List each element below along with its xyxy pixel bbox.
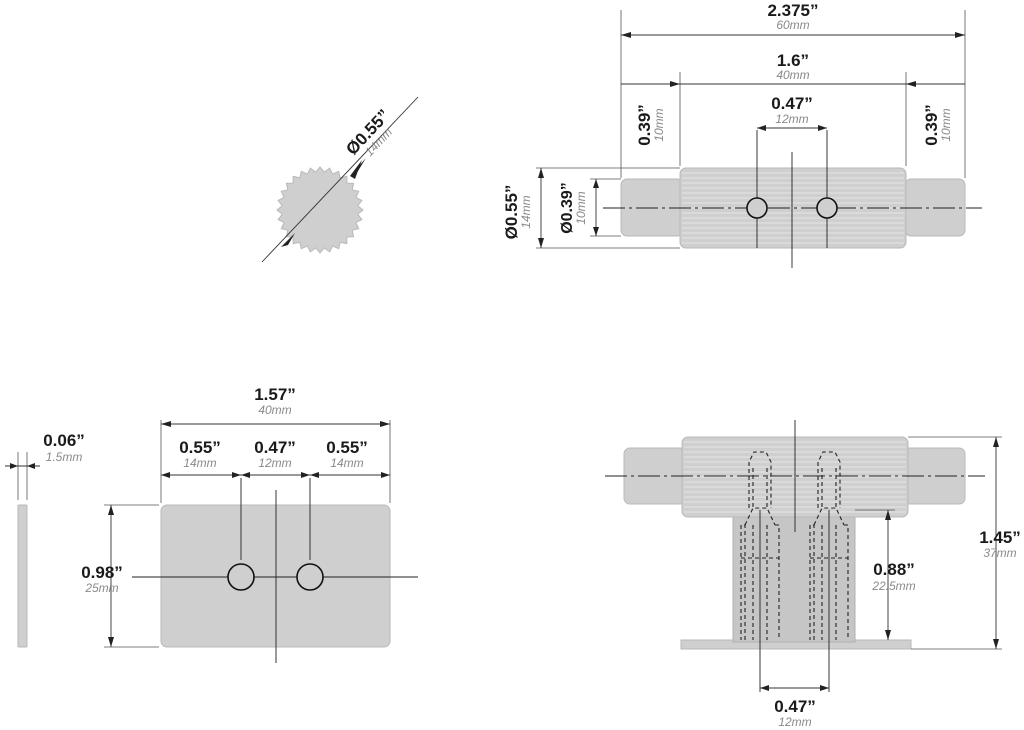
knob-end-view: Ø0.55” 14mm [261, 96, 419, 263]
bottom-hole-spacing-mm: 12mm [778, 715, 811, 729]
top-hole-left [746, 197, 768, 219]
plate-width-mm: 40mm [258, 403, 291, 417]
right-end-length-value: 0.39” [922, 104, 941, 146]
plate-hole-right [296, 563, 324, 591]
plate-left-margin-value: 0.55” [179, 438, 221, 457]
plate-left-margin-mm: 14mm [183, 456, 216, 470]
front-view: 1.45” 37mm 0.88” 22.5mm 0.47” 12mm [605, 420, 1021, 729]
body-length-mm: 40mm [776, 68, 809, 82]
plate-height-mm: 25mm [84, 581, 118, 595]
top-hole-spacing-mm: 12mm [775, 112, 808, 126]
plate-height-value: 0.98” [81, 563, 123, 582]
bottom-hole-spacing-value: 0.47” [774, 697, 816, 716]
plate-view: 0.06” 1.5mm 1.57” 40mm 0.55” 14mm 0.47” … [5, 385, 418, 663]
plate-right-margin-value: 0.55” [326, 438, 368, 457]
end-diameter-value: Ø0.39” [559, 182, 576, 234]
side-view-top: 2.375” 60mm 1.6” 40mm 0.47” 12mm 0.39” 1… [502, 1, 982, 268]
overall-height-mm: 37mm [983, 546, 1016, 560]
plate-edge-strip [17, 504, 28, 648]
end-diameter-mm: 10mm [574, 191, 588, 224]
body-length-value: 1.6” [777, 51, 809, 70]
plate-hole-left [227, 563, 255, 591]
knurled-knob-silhouette [276, 166, 364, 254]
top-hole-spacing-value: 0.47” [771, 94, 813, 113]
hidden-screw-right [809, 451, 849, 640]
support-post [732, 509, 856, 643]
body-diameter-value: Ø0.55” [502, 185, 521, 240]
top-hole-right [816, 197, 838, 219]
right-end-length-mm: 10mm [939, 108, 953, 141]
plate-hole-spacing-value: 0.47” [254, 438, 296, 457]
body-diameter-mm: 14mm [519, 195, 533, 228]
plate-hole-spacing-mm: 12mm [258, 456, 291, 470]
overall-height-value: 1.45” [979, 528, 1021, 547]
plate-thickness-mm: 1.5mm [46, 450, 83, 464]
overall-length-mm: 60mm [776, 18, 809, 32]
plate-right-margin-mm: 14mm [330, 456, 363, 470]
right-end-cap [904, 178, 966, 237]
left-end-cap [620, 178, 684, 237]
left-end-length-value: 0.39” [635, 104, 654, 146]
left-end-length-mm: 10mm [652, 108, 666, 141]
post-height-mm: 22.5mm [871, 579, 915, 593]
hidden-screw-left [740, 451, 780, 640]
mounting-plate [160, 504, 391, 648]
overall-length-value: 2.375” [767, 1, 818, 20]
plate-width-value: 1.57” [254, 385, 296, 404]
post-height-value: 0.88” [873, 560, 915, 579]
plate-thickness-value: 0.06” [43, 431, 85, 450]
